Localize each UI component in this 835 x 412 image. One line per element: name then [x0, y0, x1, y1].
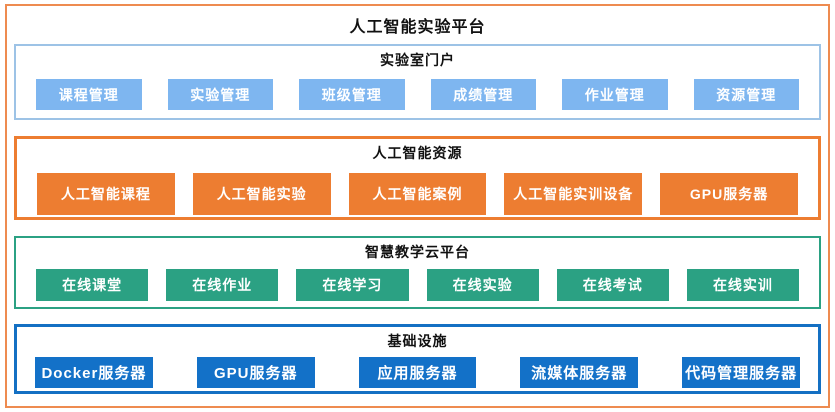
portal-module: 实验管理 — [167, 79, 273, 110]
cloud-module: 在线实训 — [686, 269, 800, 301]
section-ai-resources-row: 人工智能课程 人工智能实验 人工智能案例 人工智能实训设备 GPU服务器 — [17, 173, 818, 215]
infra-module: 代码管理服务器 — [682, 357, 800, 388]
ai-resource-module: 人工智能课程 — [37, 173, 175, 215]
infra-module: Docker服务器 — [35, 357, 153, 388]
cloud-module: 在线课堂 — [36, 269, 149, 301]
infra-module: 流媒体服务器 — [520, 357, 639, 388]
section-lab-portal-row: 课程管理 实验管理 班级管理 成绩管理 作业管理 资源管理 — [16, 79, 819, 110]
section-lab-portal-title: 实验室门户 — [380, 52, 455, 68]
cloud-module: 在线作业 — [166, 269, 279, 301]
portal-module: 班级管理 — [299, 79, 405, 110]
section-infrastructure: 基础设施 Docker服务器 GPU服务器 应用服务器 流媒体服务器 代码管理服… — [14, 324, 821, 394]
portal-module: 资源管理 — [693, 79, 799, 110]
platform-frame: 人工智能实验平台 实验室门户 课程管理 实验管理 班级管理 成绩管理 作业管理 … — [5, 4, 830, 408]
page-title: 人工智能实验平台 — [349, 19, 486, 36]
cloud-module: 在线考试 — [556, 269, 669, 301]
cloud-module: 在线实验 — [426, 269, 539, 301]
section-ai-resources: 人工智能资源 人工智能课程 人工智能实验 人工智能案例 人工智能实训设备 GPU… — [14, 136, 821, 220]
infra-module: GPU服务器 — [196, 357, 315, 388]
ai-resource-module: 人工智能实训设备 — [504, 173, 643, 215]
ai-resource-module: 人工智能案例 — [348, 173, 487, 215]
section-cloud-platform: 智慧教学云平台 在线课堂 在线作业 在线学习 在线实验 在线考试 在线实训 — [14, 236, 821, 309]
section-infrastructure-title: 基础设施 — [387, 333, 448, 349]
section-infrastructure-row: Docker服务器 GPU服务器 应用服务器 流媒体服务器 代码管理服务器 — [17, 357, 818, 388]
portal-module: 课程管理 — [36, 79, 142, 110]
section-ai-resources-title: 人工智能资源 — [372, 145, 463, 161]
section-cloud-platform-title: 智慧教学云平台 — [365, 244, 470, 260]
infra-module: 应用服务器 — [358, 357, 477, 388]
portal-module: 成绩管理 — [430, 79, 536, 110]
section-cloud-platform-row: 在线课堂 在线作业 在线学习 在线实验 在线考试 在线实训 — [16, 269, 819, 301]
ai-resource-module: GPU服务器 — [660, 173, 798, 215]
portal-module: 作业管理 — [562, 79, 668, 110]
ai-resource-module: 人工智能实验 — [192, 173, 331, 215]
cloud-module: 在线学习 — [296, 269, 409, 301]
section-lab-portal: 实验室门户 课程管理 实验管理 班级管理 成绩管理 作业管理 资源管理 — [14, 44, 821, 120]
